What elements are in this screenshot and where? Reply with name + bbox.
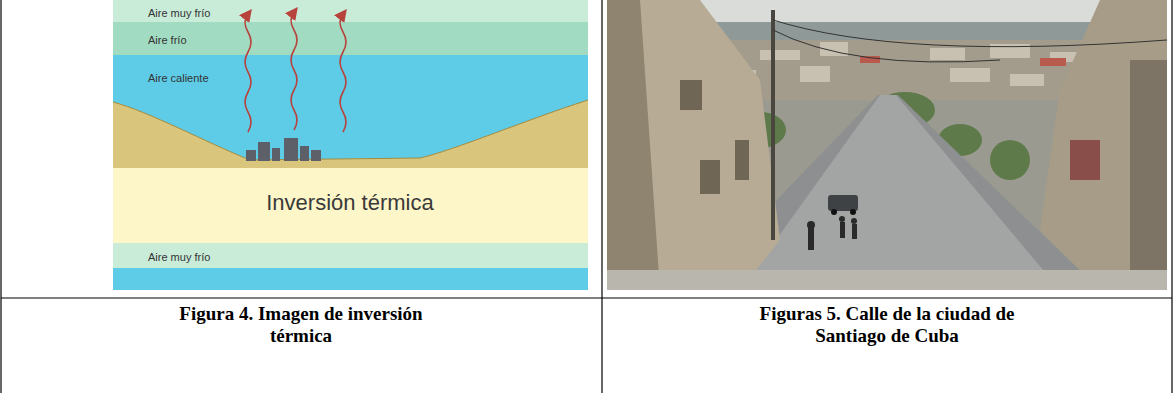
band-label: Aire caliente (148, 72, 209, 85)
air-band: Aire frío (113, 22, 588, 55)
air-band: Aire caliente (113, 55, 588, 97)
figure-caption: Figura 4. Imagen de inversión térmica (146, 303, 456, 347)
inversion-diagram (113, 0, 588, 290)
air-band: Aire muy frío (113, 0, 588, 23)
band-label: Aire muy frío (148, 251, 210, 264)
figure-caption: Figuras 5. Calle de la ciudad de Santiag… (727, 303, 1047, 347)
band-label: Aire frío (148, 34, 187, 47)
air-band: Aire muy frío (113, 243, 588, 268)
diagram-title: Inversión térmica (266, 190, 434, 216)
street-photo (607, 0, 1167, 290)
band-label: Aire muy frío (148, 7, 210, 20)
